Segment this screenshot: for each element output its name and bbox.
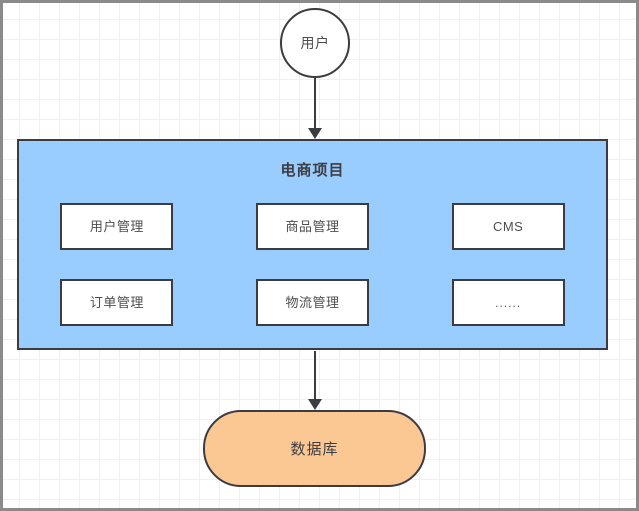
module-box-order-management[interactable]: 订单管理 bbox=[60, 279, 174, 326]
connector-shaft bbox=[314, 351, 316, 401]
module-label: CMS bbox=[492, 219, 524, 234]
module-box-product-management[interactable]: 商品管理 bbox=[255, 203, 369, 250]
module-box-logistics-management[interactable]: 物流管理 bbox=[255, 279, 369, 326]
module-label: 订单管理 bbox=[89, 295, 144, 310]
arrow-head-icon bbox=[308, 399, 322, 410]
module-label: 商品管理 bbox=[285, 219, 340, 234]
database-label: 数据库 bbox=[290, 441, 339, 458]
module-box-cms[interactable]: CMS bbox=[451, 203, 565, 250]
system-title: 电商项目 bbox=[280, 162, 345, 179]
module-grid: 用户管理 商品管理 CMS 订单管理 物流管理 ...... bbox=[19, 203, 606, 348]
module-label: 用户管理 bbox=[89, 219, 144, 234]
database-node[interactable]: 数据库 bbox=[203, 410, 426, 487]
module-label: ...... bbox=[495, 295, 522, 310]
actor-node-user[interactable]: 用户 bbox=[280, 8, 350, 78]
module-label: 物流管理 bbox=[285, 295, 340, 310]
arrow-head-icon bbox=[308, 128, 322, 139]
connector-shaft bbox=[314, 78, 316, 130]
module-box-more[interactable]: ...... bbox=[451, 279, 565, 326]
system-container-ecommerce[interactable]: 电商项目 用户管理 商品管理 CMS 订单管理 物流管理 ...... bbox=[17, 139, 608, 350]
module-box-user-management[interactable]: 用户管理 bbox=[60, 203, 174, 250]
actor-label: 用户 bbox=[300, 35, 330, 51]
